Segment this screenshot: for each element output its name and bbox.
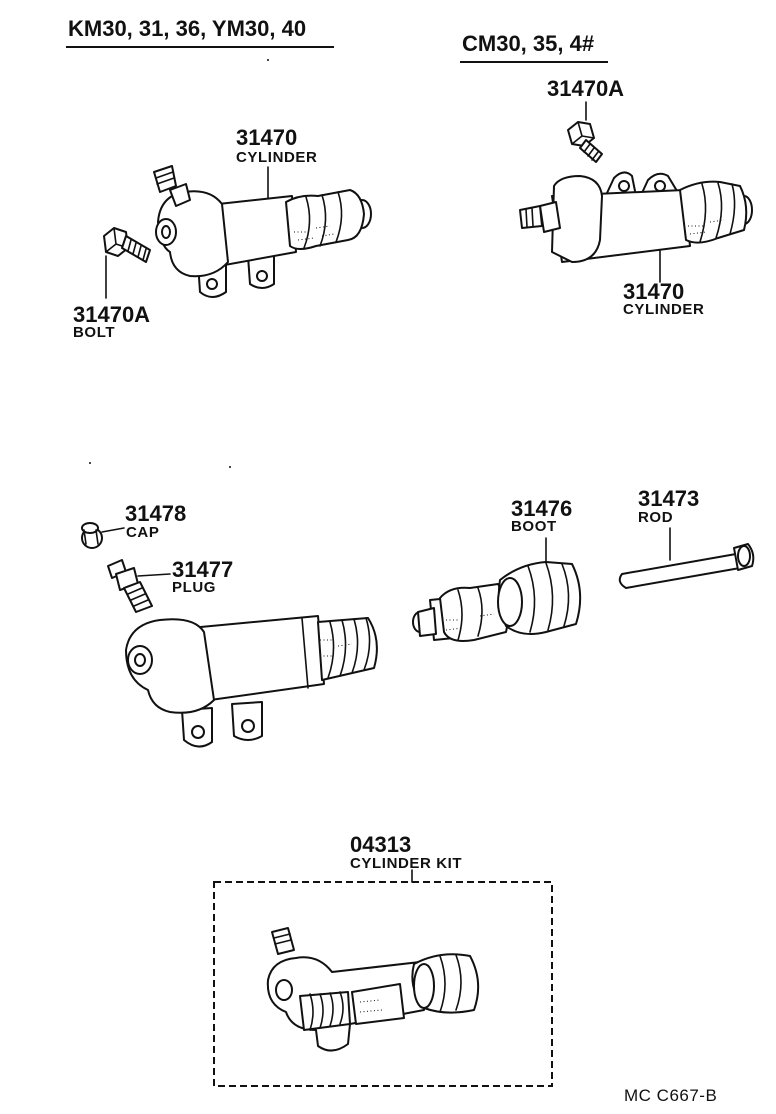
cap-name: CAP bbox=[126, 524, 160, 541]
cylinder-right-drawing bbox=[519, 171, 753, 283]
diagram-reference: MC C667-B bbox=[624, 1086, 718, 1105]
plug-leader bbox=[137, 573, 171, 577]
model-heading-left: KM30, 31, 36, YM30, 40 bbox=[68, 16, 307, 41]
cylinder-right-number: 31470 bbox=[623, 279, 685, 304]
rod-drawing bbox=[618, 527, 755, 589]
cylinder-left-drawing bbox=[153, 165, 372, 298]
cap-number: 31478 bbox=[125, 501, 187, 526]
boot-drawing bbox=[412, 537, 582, 642]
cylinder-kit-drawing bbox=[213, 869, 553, 1087]
boot-number: 31476 bbox=[511, 496, 573, 521]
bolt-left-name: BOLT bbox=[73, 324, 116, 341]
heading-underline-right bbox=[460, 61, 608, 63]
plug-name: PLUG bbox=[172, 579, 217, 596]
bolt-left-drawing bbox=[103, 227, 151, 299]
kit-number: 04313 bbox=[350, 832, 412, 857]
cylinder-middle-drawing bbox=[125, 615, 378, 748]
model-heading-right: CM30, 35, 4# bbox=[462, 31, 595, 56]
kit-name: CYLINDER KIT bbox=[350, 855, 463, 872]
rod-name: ROD bbox=[638, 509, 674, 526]
bolt-top-right-drawing bbox=[567, 101, 603, 163]
cap-leader bbox=[101, 527, 125, 533]
rod-number: 31473 bbox=[638, 486, 700, 511]
cap-drawing bbox=[81, 522, 125, 549]
bolt-left-number: 31470A bbox=[73, 302, 151, 327]
bolt-top-right-number: 31470A bbox=[547, 76, 625, 101]
cylinder-left-number: 31470 bbox=[236, 125, 298, 150]
cylinder-right-name: CYLINDER bbox=[623, 301, 705, 318]
boot-name: BOOT bbox=[511, 518, 557, 535]
kit-dashed-frame bbox=[213, 881, 553, 1087]
cylinder-left-name: CYLINDER bbox=[236, 149, 318, 166]
heading-underline-left bbox=[66, 46, 334, 48]
plug-number: 31477 bbox=[172, 557, 234, 582]
plug-drawing bbox=[107, 559, 171, 613]
